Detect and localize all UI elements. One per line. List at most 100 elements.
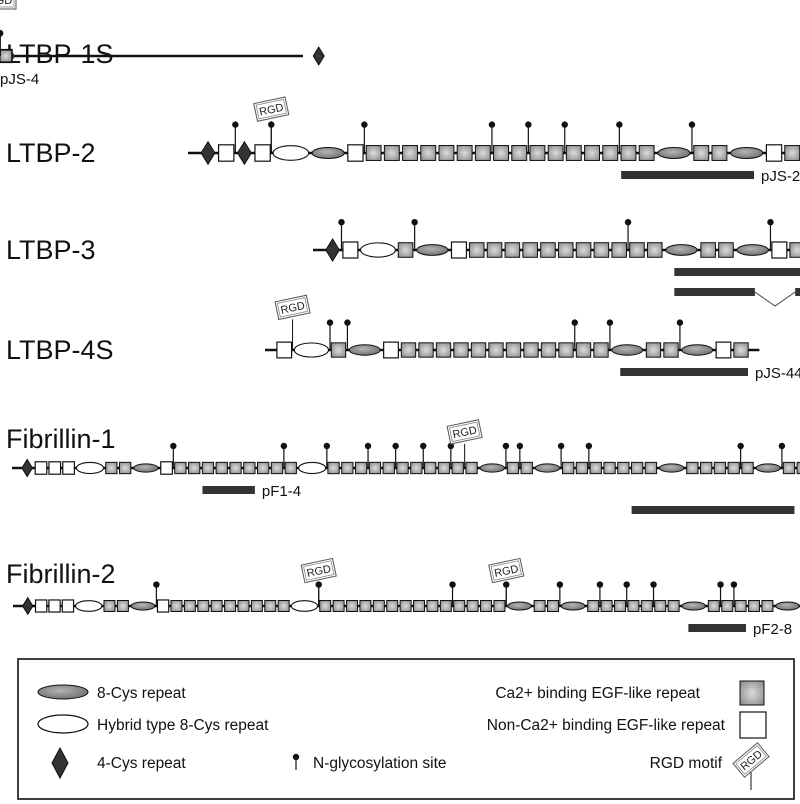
calcium-egf-repeat	[486, 242, 503, 258]
non-calcium-egf-repeat	[347, 144, 364, 162]
calcium-egf-repeat	[264, 600, 277, 612]
calcium-egf-repeat	[188, 461, 201, 475]
calcium-egf-repeat	[330, 342, 347, 358]
calcium-egf-repeat	[593, 342, 609, 358]
glycosylation-site-marker	[411, 218, 418, 226]
glycosylation-site-marker	[170, 442, 177, 450]
calcium-egf-repeat	[470, 342, 487, 358]
glycosylation-site-marker	[338, 218, 345, 226]
non-calcium-egf-repeat	[771, 241, 788, 259]
protein-name: LTBP-1S	[6, 39, 114, 69]
calcium-egf-repeat	[243, 461, 256, 475]
clone-bar	[674, 268, 800, 276]
glycosylation-site-marker	[326, 319, 334, 326]
clone-label: pJS-4	[0, 71, 39, 88]
calcium-egf-repeat	[332, 600, 345, 612]
calcium-egf-repeat	[557, 242, 574, 258]
calcium-egf-repeat	[237, 600, 250, 612]
calcium-egf-repeat	[522, 242, 538, 258]
calcium-egf-repeat	[474, 145, 491, 161]
non-calcium-egf-repeat	[61, 599, 75, 613]
calcium-egf-repeat	[468, 242, 485, 258]
calcium-egf-repeat	[686, 461, 699, 475]
calcium-egf-repeat	[183, 600, 196, 612]
legend-calcium-egf-icon	[739, 680, 765, 706]
calcium-egf-repeat	[359, 600, 372, 612]
calcium-egf-repeat	[383, 145, 400, 161]
rgd-motif-box: RGD	[253, 96, 290, 122]
calcium-egf-repeat	[402, 145, 419, 161]
hybrid-eight-cys-repeat	[75, 461, 105, 475]
calcium-egf-repeat	[602, 145, 619, 161]
calcium-egf-repeat	[523, 342, 539, 358]
legend-non-calcium-egf-icon	[739, 711, 767, 739]
calcium-egf-repeat	[700, 242, 716, 258]
svg-text:RGD: RGD	[493, 563, 519, 580]
calcium-egf-repeat	[734, 600, 747, 612]
non-calcium-egf-repeat	[34, 599, 48, 613]
eight-cys-repeat	[311, 147, 345, 159]
calcium-egf-repeat	[748, 600, 761, 612]
glycosylation-site-marker	[624, 218, 632, 226]
glycosylation-site-marker	[717, 581, 724, 588]
calcium-egf-repeat	[506, 461, 520, 475]
clone-bar	[688, 624, 746, 632]
calcium-egf-repeat	[540, 342, 557, 358]
clone-bar	[621, 171, 755, 179]
calcium-egf-repeat	[413, 600, 426, 612]
legend-eight-cys-icon	[37, 684, 89, 700]
clone-bar	[202, 486, 255, 494]
clone-bar	[674, 288, 755, 296]
calcium-egf-repeat	[654, 600, 667, 612]
calcium-egf-repeat	[630, 461, 644, 475]
calcium-egf-repeat	[711, 145, 728, 161]
calcium-egf-repeat	[575, 242, 592, 258]
eight-cys-repeat	[130, 601, 156, 611]
calcium-egf-repeat	[480, 600, 493, 612]
svg-text:RGD: RGD	[306, 563, 332, 580]
eight-cys-repeat	[658, 463, 685, 473]
legend-eight-cys-label: 8-Cys repeat	[97, 685, 186, 702]
glycosylation-site-marker	[650, 581, 657, 588]
non-calcium-egf-repeat	[276, 341, 293, 359]
calcium-egf-repeat	[382, 461, 395, 475]
rgd-motif-box: RGD	[300, 557, 337, 584]
svg-text:RGD: RGD	[0, 0, 12, 7]
calcium-egf-repeat	[593, 242, 610, 258]
glycosylation-site-marker	[737, 442, 744, 450]
calcium-egf-repeat	[796, 461, 800, 475]
clone-bar	[631, 506, 795, 514]
protein-name: LTBP-2	[6, 138, 96, 168]
calcium-egf-repeat	[493, 600, 506, 612]
calcium-egf-repeat	[782, 461, 796, 475]
calcium-egf-repeat	[346, 600, 359, 612]
calcium-egf-repeat	[215, 461, 228, 475]
four-cys-repeat	[312, 46, 325, 66]
legend-calcium-egf-label: Ca2+ binding EGF-like repeat	[495, 685, 700, 702]
clone-label: pF1-4	[262, 483, 301, 500]
glycosylation-site-marker	[449, 581, 456, 588]
calcium-egf-repeat	[547, 600, 560, 612]
eight-cys-repeat	[730, 147, 764, 159]
legend-glyco-label: N-glycosylation site	[313, 755, 447, 772]
calcium-egf-repeat	[224, 600, 237, 612]
calcium-egf-repeat	[761, 600, 774, 612]
glycosylation-site-marker	[447, 442, 455, 450]
glycosylation-site-marker	[488, 121, 496, 128]
calcium-egf-repeat	[105, 461, 118, 475]
eight-cys-repeat	[755, 463, 781, 473]
glycosylation-site-marker	[153, 581, 160, 588]
non-calcium-egf-repeat	[156, 599, 170, 613]
calcium-egf-repeat	[589, 461, 602, 475]
calcium-egf-repeat	[439, 600, 452, 612]
calcium-egf-repeat	[250, 600, 263, 612]
calcium-egf-repeat	[575, 461, 589, 475]
eight-cys-repeat	[507, 601, 532, 611]
calcium-egf-repeat	[396, 461, 409, 475]
four-cys-repeat	[22, 596, 34, 616]
hybrid-eight-cys-repeat	[272, 145, 310, 161]
eight-cys-repeat	[133, 463, 159, 473]
calcium-egf-repeat	[584, 145, 601, 161]
